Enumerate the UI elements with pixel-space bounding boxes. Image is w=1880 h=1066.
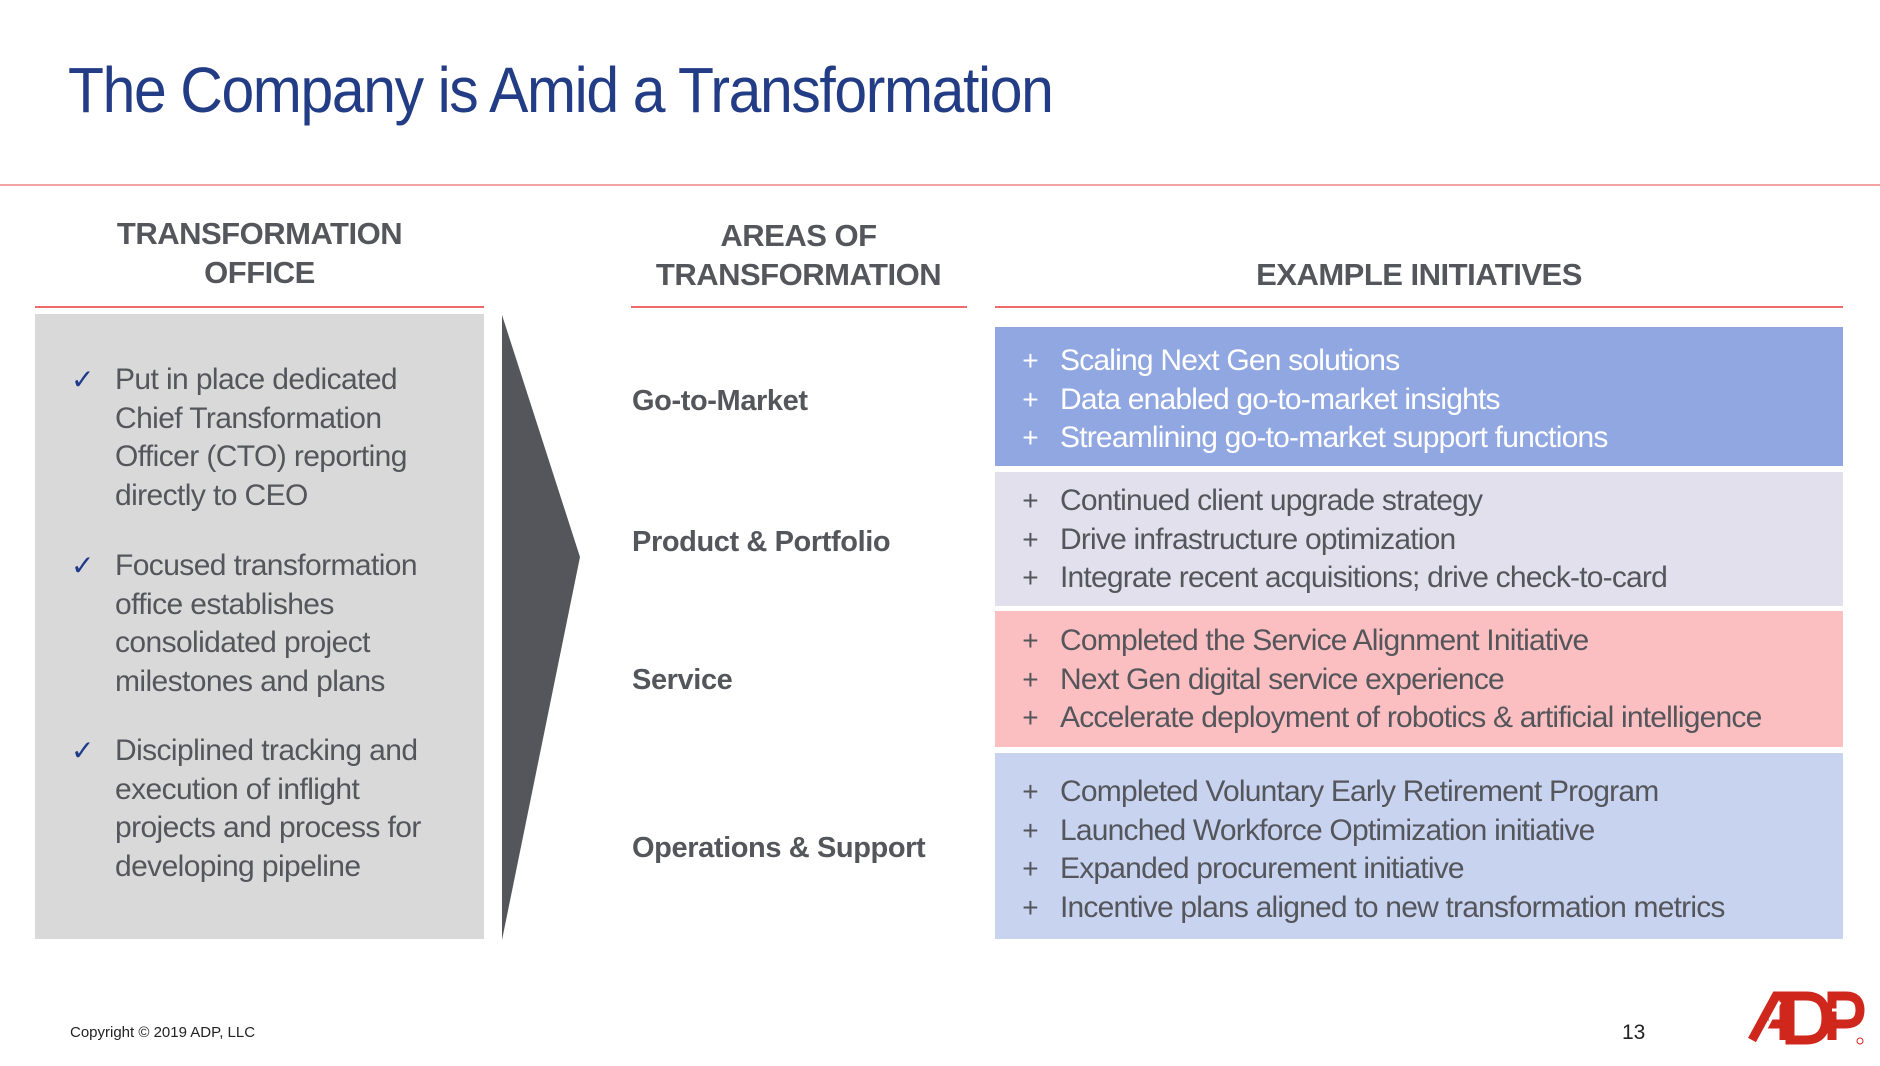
- initiative-item: + Completed the Service Alignment Initia…: [995, 622, 1843, 661]
- initiative-text: Launched Workforce Optimization initiati…: [1060, 813, 1595, 847]
- initiative-item: + Drive infrastructure optimization: [995, 521, 1843, 560]
- initiative-item: + Scaling Next Gen solutions: [995, 342, 1843, 381]
- text-line: execution of inflight: [115, 772, 360, 806]
- initiative-list: + Completed Voluntary Early Retirement P…: [995, 773, 1843, 927]
- initiative-list: + Continued client upgrade strategy + Dr…: [995, 482, 1843, 598]
- initiative-text: Drive infrastructure optimization: [1060, 522, 1456, 556]
- text-line: office establishes: [115, 587, 334, 621]
- initiatives-product-portfolio: + Continued client upgrade strategy + Dr…: [995, 472, 1843, 606]
- initiative-text: Incentive plans aligned to new transform…: [1060, 890, 1725, 924]
- plus-icon: +: [1022, 485, 1038, 516]
- text-line: Chief Transformation: [115, 401, 382, 435]
- initiative-item: + Launched Workforce Optimization initia…: [995, 812, 1843, 851]
- office-item-text: Disciplined tracking and execution of in…: [115, 732, 475, 886]
- text-line: directly to CEO: [115, 478, 308, 512]
- initiatives-service: + Completed the Service Alignment Initia…: [995, 611, 1843, 747]
- initiative-item: + Integrate recent acquisitions; drive c…: [995, 559, 1843, 598]
- page-number: 13: [1622, 1021, 1646, 1044]
- header-line: TRANSFORMATION: [116, 216, 403, 251]
- text-line: projects and process for: [115, 811, 421, 844]
- area-label-service: Service: [632, 664, 733, 696]
- initiative-item: + Expanded procurement initiative: [995, 850, 1843, 889]
- initiatives-go-to-market: + Scaling Next Gen solutions + Data enab…: [995, 327, 1843, 466]
- text-line: Officer (CTO) reporting: [115, 440, 407, 473]
- initiative-item: + Next Gen digital service experience: [995, 661, 1843, 700]
- plus-icon: +: [1022, 663, 1038, 695]
- plus-icon: +: [1022, 702, 1038, 733]
- plus-icon: +: [1022, 891, 1038, 923]
- office-item-text: Focused transformation office establishe…: [115, 547, 475, 701]
- initiative-text: Completed Voluntary Early Retirement Pro…: [1060, 775, 1659, 808]
- initiative-text: Continued client upgrade strategy: [1060, 484, 1483, 517]
- header-line: TRANSFORMATION: [655, 257, 942, 292]
- initiative-text: Data enabled go-to-market insights: [1060, 382, 1501, 416]
- plus-icon: +: [1022, 523, 1038, 555]
- initiatives-operations-support: + Completed Voluntary Early Retirement P…: [995, 753, 1843, 939]
- title-divider: [0, 184, 1880, 186]
- area-label-product-portfolio: Product & Portfolio: [632, 526, 891, 558]
- initiative-text: Expanded procurement initiative: [1060, 852, 1465, 885]
- text-line: Put in place dedicated: [115, 363, 398, 396]
- header-line: OFFICE: [204, 255, 315, 290]
- office-item-text: Put in place dedicated Chief Transformat…: [115, 361, 475, 515]
- initiative-text: Accelerate deployment of robotics & arti…: [1060, 701, 1762, 734]
- initiative-list: + Completed the Service Alignment Initia…: [995, 622, 1843, 738]
- adp-logo-icon: [1748, 991, 1865, 1045]
- transformation-office-panel: ✓ Put in place dedicated Chief Transform…: [35, 314, 484, 939]
- area-label-operations-support: Operations & Support: [632, 832, 926, 864]
- initiative-item: + Continued client upgrade strategy: [995, 482, 1843, 521]
- text-line: Disciplined tracking and: [115, 734, 418, 767]
- areas-header: AREAS OF TRANSFORMATION: [631, 216, 966, 294]
- initiative-item: + Streamlining go-to-market support func…: [995, 419, 1843, 458]
- plus-icon: +: [1022, 776, 1038, 807]
- initiatives-header: EXAMPLE INITIATIVES: [1256, 257, 1582, 292]
- slide-title: The Company is Amid a Transformation: [68, 54, 1054, 126]
- initiative-item: + Data enabled go-to-market insights: [995, 381, 1843, 420]
- text-line: consolidated project: [115, 626, 370, 659]
- transformation-office-rule: [35, 306, 484, 308]
- transformation-office-header: TRANSFORMATION OFFICE: [35, 214, 484, 292]
- plus-icon: +: [1022, 345, 1038, 376]
- plus-icon: +: [1022, 853, 1038, 884]
- check-icon: ✓: [71, 550, 95, 581]
- initiative-text: Integrate recent acquisitions; drive che…: [1060, 561, 1668, 594]
- plus-icon: +: [1022, 383, 1038, 415]
- copyright-notice: Copyright © 2019 ADP, LLC: [70, 1024, 256, 1041]
- initiative-item: + Incentive plans aligned to new transfo…: [995, 889, 1843, 928]
- plus-icon: +: [1022, 562, 1038, 593]
- text-line: developing pipeline: [115, 849, 361, 883]
- check-icon: ✓: [71, 364, 95, 395]
- initiative-text: Next Gen digital service experience: [1060, 662, 1505, 696]
- initiative-list: + Scaling Next Gen solutions + Data enab…: [995, 342, 1843, 458]
- initiative-item: + Completed Voluntary Early Retirement P…: [995, 773, 1843, 812]
- chevron-arrow-icon: [502, 315, 580, 940]
- initiatives-rule: [995, 306, 1843, 308]
- header-line: AREAS OF: [720, 218, 877, 253]
- initiative-text: Scaling Next Gen solutions: [1060, 344, 1400, 377]
- initiative-text: Streamlining go-to-market support functi…: [1060, 421, 1608, 454]
- areas-rule: [631, 306, 967, 308]
- text-line: milestones and plans: [115, 664, 385, 698]
- plus-icon: +: [1022, 814, 1038, 846]
- initiative-text: Completed the Service Alignment Initiati…: [1060, 624, 1589, 657]
- check-icon: ✓: [71, 735, 95, 766]
- text-line: Focused transformation: [115, 549, 418, 582]
- initiative-item: + Accelerate deployment of robotics & ar…: [995, 699, 1843, 738]
- plus-icon: +: [1022, 422, 1038, 453]
- area-label-go-to-market: Go-to-Market: [632, 385, 808, 417]
- plus-icon: +: [1022, 625, 1038, 656]
